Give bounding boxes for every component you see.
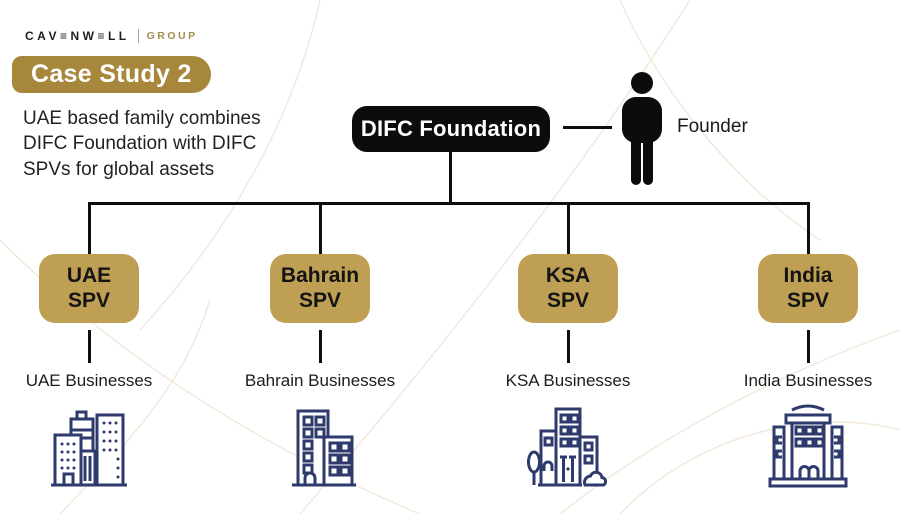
connector-horizontal <box>88 202 810 205</box>
bahrain-spv-node: Bahrain SPV <box>270 254 370 323</box>
ksa-buildings-icon <box>526 399 610 489</box>
connector-root-vertical <box>449 152 452 203</box>
founder-label: Founder <box>677 116 748 137</box>
connector-drop-ksa <box>567 202 570 254</box>
column-india: India SPV India Businesses <box>723 254 893 489</box>
connector-ksa-businesses <box>567 330 570 363</box>
bahrain-buildings-icon <box>280 399 360 489</box>
india-buildings-icon <box>766 399 850 489</box>
person-icon <box>616 71 668 192</box>
column-uae: UAE SPV UAE Businesses <box>4 254 174 489</box>
case-study-badge: Case Study 2 <box>12 56 211 93</box>
connector-bahrain-businesses <box>319 330 322 363</box>
brand-suffix: GROUP <box>146 30 198 42</box>
connector-drop-bahrain <box>319 202 322 254</box>
brand-divider <box>137 29 139 43</box>
bahrain-businesses-label: Bahrain Businesses <box>244 371 396 390</box>
india-businesses-label: India Businesses <box>743 371 873 390</box>
connector-root-to-founder <box>563 126 612 129</box>
column-ksa: KSA SPV KSA Businesses <box>483 254 653 489</box>
uae-buildings-icon <box>49 399 129 489</box>
column-bahrain: Bahrain SPV Bahrain Businesses <box>235 254 405 489</box>
uae-spv-node: UAE SPV <box>39 254 139 323</box>
connector-india-businesses <box>807 330 810 363</box>
ksa-businesses-label: KSA Businesses <box>505 371 631 390</box>
connector-uae-businesses <box>88 330 91 363</box>
difc-foundation-node: DIFC Foundation <box>352 106 550 152</box>
intro-text: UAE based family combines DIFC Foundatio… <box>23 108 261 180</box>
connector-drop-uae <box>88 202 91 254</box>
uae-businesses-label: UAE Businesses <box>25 371 153 390</box>
brand-logo: CAV≡NW≡LL GROUP <box>25 29 198 43</box>
india-spv-node: India SPV <box>758 254 858 323</box>
brand-wordmark: CAV≡NW≡LL <box>25 29 130 43</box>
connector-drop-india <box>807 202 810 254</box>
ksa-spv-node: KSA SPV <box>518 254 618 323</box>
